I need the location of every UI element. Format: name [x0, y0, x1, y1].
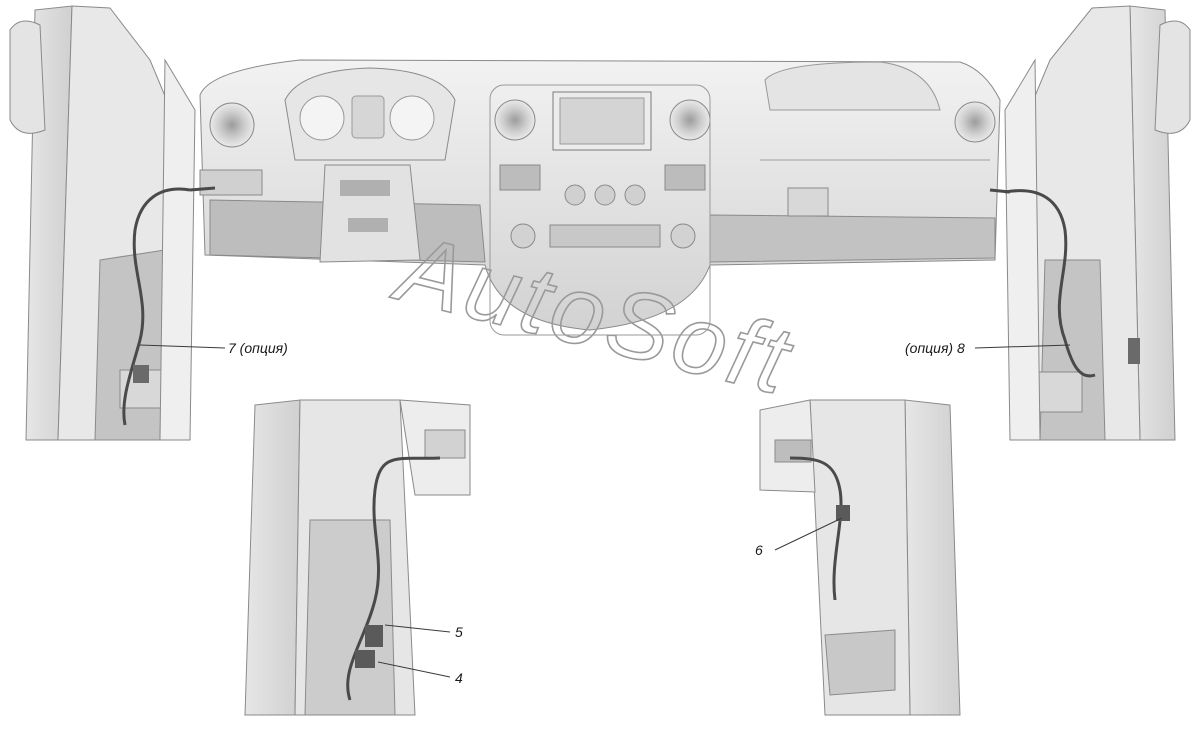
connector-6 — [836, 505, 850, 521]
callout-8: (опция) 8 — [905, 340, 965, 356]
lower-left-door-inset — [244, 399, 471, 716]
right-door-pillar — [1004, 5, 1191, 441]
dashboard — [189, 59, 1011, 336]
connector-5 — [365, 625, 383, 647]
callout-4: 4 — [455, 670, 463, 686]
callout-6: 6 — [755, 542, 763, 558]
left-door-pillar — [9, 5, 196, 441]
leader-lines — [139, 344, 1071, 678]
callout-7: 7 (опция) — [228, 340, 288, 356]
lower-right-door-inset — [759, 399, 961, 716]
connector-4 — [355, 650, 375, 668]
callout-5: 5 — [455, 624, 463, 640]
